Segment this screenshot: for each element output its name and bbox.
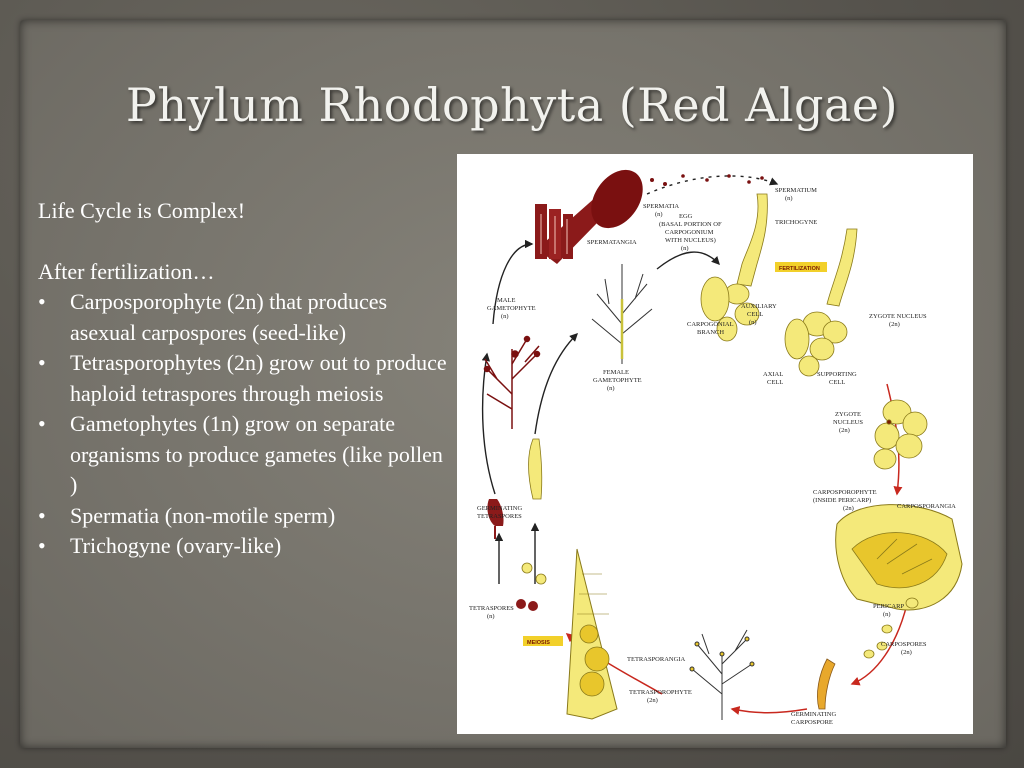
spermatia-dots [650, 174, 764, 186]
pericarp-ploidy: (n) [883, 611, 891, 618]
pericarp-label: PERICARP [873, 603, 904, 610]
tetraspores-label: TETRASPORES [469, 605, 514, 612]
germinating-tetraspores-illustration [487, 438, 543, 539]
bullet-item: • Gametophytes (1n) grow on separate orga… [38, 409, 450, 501]
zygote-ploidy: (2n) [839, 427, 850, 434]
slide-body: Life Cycle is Complex! After fertilizati… [38, 196, 450, 562]
subheading-text: After fertilization… [38, 258, 215, 284]
meiosis-label: MEIOSIS [527, 640, 550, 646]
carpospores-label: CARPOSPORES [881, 641, 927, 648]
egg-label-4: WITH NUCLEUS) [665, 237, 716, 244]
tetrasporangia-label: TETRASPORANGIA [627, 656, 685, 663]
bullet-item: • Spermatia (non-motile sperm) [38, 501, 450, 532]
supporting-cell-label: SUPPORTING [817, 371, 857, 378]
female-gametophyte-illustration [591, 264, 653, 364]
arrow-female-to-egg [656, 251, 720, 270]
tetrasporophyte-illustration [689, 629, 755, 720]
axial-cell-label: AXIAL [763, 371, 783, 378]
spermatia-label: SPERMATIA [643, 203, 679, 210]
spermatium-ploidy: (n) [785, 195, 793, 202]
female-gametophyte-label: FEMALE [603, 369, 629, 376]
bullet-icon: • [38, 289, 46, 314]
auxiliary-label-2: CELL [747, 311, 763, 318]
bullet-icon: • [38, 350, 46, 375]
bullet-item: • Tetrasporophytes (2n) grow out to produ… [38, 348, 450, 409]
zygote-label-2: NUCLEUS [833, 419, 863, 426]
bullet-item: • Carposporophyte (2n) that produces asex… [38, 287, 450, 348]
spacer [38, 227, 450, 257]
life-cycle-svg: FERTILIZATION MEIOSIS SPERMATIUM (n) SPE… [469, 169, 963, 726]
bullet-text: Spermatia (non-motile sperm) [70, 502, 336, 528]
carposporophyte-label: CARPOSPOROPHYTE [813, 489, 877, 496]
zygote-nucleus-top-label: ZYGOTE NUCLEUS [869, 313, 927, 320]
axial-cell-label-2: CELL [767, 379, 783, 386]
tetraspores-illustration [516, 562, 547, 611]
tetrasporangia-illustration [566, 548, 618, 720]
germinating-tetraspores-label-2: TETRASPORES [477, 513, 522, 520]
bullet-text: Carposporophyte (2n) that produces asexu… [70, 289, 388, 345]
arrow-to-male [492, 239, 534, 325]
spermatangia-label: SPERMATANGIA [587, 239, 637, 246]
tetraspores-ploidy: (n) [487, 613, 495, 620]
bullet-icon: • [38, 411, 46, 436]
fertilization-label: FERTILIZATION [779, 266, 820, 272]
arrow-germinating-to-female [534, 333, 578, 435]
female-gametophyte-ploidy: (n) [607, 385, 615, 392]
egg-ploidy: (n) [681, 245, 689, 252]
bullet-list: • Carposporophyte (2n) that produces asex… [38, 287, 450, 562]
male-gametophyte-label: MALE [497, 297, 515, 304]
tetrasporophyte-left-illustration [483, 335, 541, 429]
bullet-text: Tetrasporophytes (2n) grow out to produc… [70, 350, 447, 406]
germinating-carpospore-label: GERMINATING [791, 711, 836, 718]
tetrasporophyte-ploidy: (2n) [647, 697, 658, 704]
egg-label-2: (BASAL PORTION OF [659, 221, 722, 228]
bullet-icon: • [38, 533, 46, 558]
zygote-illustration [873, 399, 928, 470]
carpospores-illustration [863, 641, 888, 659]
fertilization-badge [775, 262, 827, 272]
egg-label-3: CARPOGONIUM [665, 229, 714, 236]
trichogyne-label: TRICHOGYNE [775, 219, 817, 226]
egg-label: EGG [679, 213, 693, 220]
germinating-carpospore-illustration [817, 658, 836, 710]
supporting-cell-label-2: CELL [829, 379, 845, 386]
auxiliary-label: AUXILIARY [741, 303, 777, 310]
fertilized-carpogonium-illustration [784, 228, 858, 377]
carpogonial-label-2: BRANCH [697, 329, 724, 336]
spermatium-label: SPERMATIUM [775, 187, 817, 194]
female-gametophyte-label-2: GAMETOPHYTE [593, 377, 642, 384]
intro-text: Life Cycle is Complex! [38, 198, 246, 223]
carpogonial-label: CARPOGONIAL [687, 321, 734, 328]
bullet-text: Trichogyne (ovary-like) [70, 533, 282, 558]
carposporophyte-illustration [835, 504, 963, 634]
spermatia-ploidy: (n) [655, 211, 663, 218]
arrow-to-tetrasporophyte [730, 706, 808, 715]
arrow-carposporophyte-down [850, 603, 908, 686]
bullet-icon: • [38, 502, 46, 528]
trichogyne-illustration [700, 193, 768, 342]
tetrasporophyte-label: TETRASPOROPHYTE [629, 689, 692, 696]
bullet-item: • Trichogyne (ovary-like) [38, 531, 450, 562]
slide-title: Phylum Rhodophyta (Red Algae) [125, 78, 899, 132]
male-gametophyte-ploidy: (n) [501, 313, 509, 320]
carposporangia-label: CARPOSPORANGIA [897, 503, 956, 510]
male-gametophyte-illustration [535, 169, 643, 264]
germinating-carpospore-label-2: CARPOSPORE [791, 719, 833, 726]
zygote-nucleus-top-ploidy: (2n) [889, 321, 900, 328]
zygote-label: ZYGOTE [835, 411, 861, 418]
male-gametophyte-label-2: GAMETOPHYTE [487, 305, 536, 312]
auxiliary-ploidy: (n) [749, 319, 757, 326]
carpospores-ploidy: (2n) [901, 649, 912, 656]
germinating-tetraspores-label: GERMINATING [477, 505, 522, 512]
carposporophyte-label-2: (INSIDE PERICARP) [813, 497, 871, 504]
carposporophyte-ploidy: (2n) [843, 505, 854, 512]
life-cycle-diagram: FERTILIZATION MEIOSIS SPERMATIUM (n) SPE… [457, 154, 973, 734]
arrow-spermatia [646, 175, 779, 195]
meiosis-badge [523, 636, 563, 646]
bullet-text: Gametophytes (1n) grow on separate organ… [70, 411, 443, 497]
